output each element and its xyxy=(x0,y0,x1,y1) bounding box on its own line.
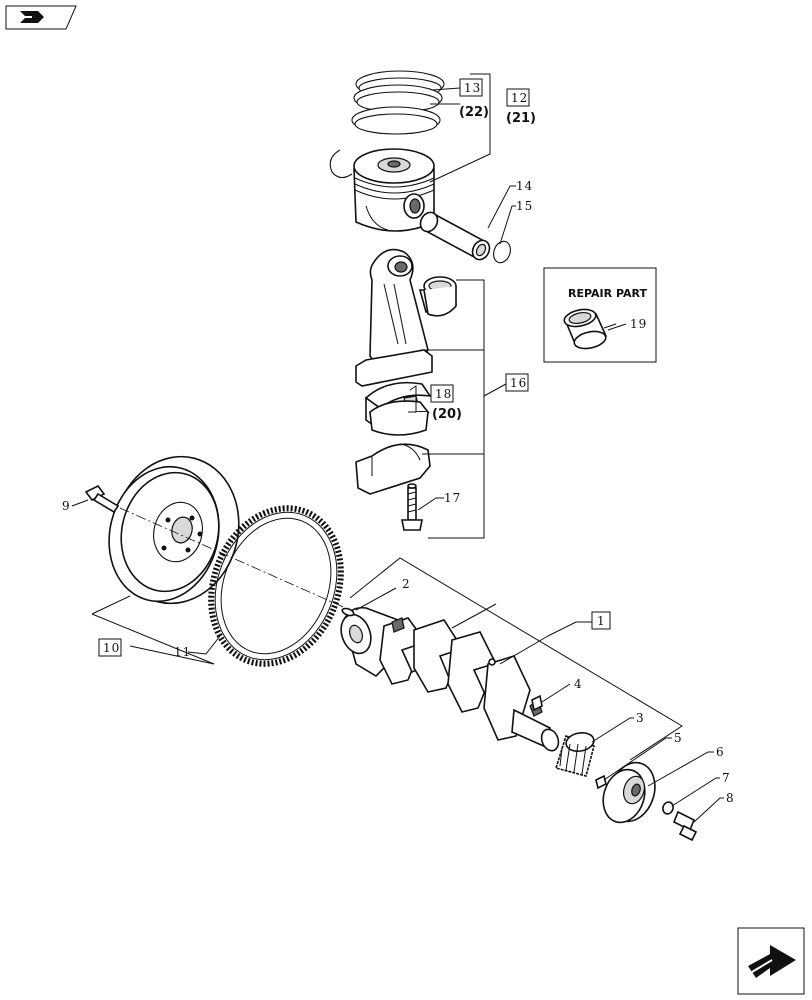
callout-18[interactable]: 18 xyxy=(430,384,454,403)
bearing-shell-lower xyxy=(368,400,430,436)
callout-6[interactable]: 6 xyxy=(716,745,725,759)
svg-text:10: 10 xyxy=(103,641,120,655)
piston-pin xyxy=(419,211,491,261)
callout-16[interactable]: 16 xyxy=(505,373,529,392)
rod-bolt xyxy=(401,483,423,531)
quantity-21: (21) xyxy=(506,111,536,126)
svg-text:(21): (21) xyxy=(506,111,536,126)
crankshaft-pulley xyxy=(602,761,656,824)
repair-bushing xyxy=(563,308,608,350)
callout-12[interactable]: 12 xyxy=(506,88,530,107)
callout-8[interactable]: 8 xyxy=(726,791,735,805)
callout-14[interactable]: 14 xyxy=(516,179,533,193)
ring-gear xyxy=(208,505,344,667)
callout-7[interactable]: 7 xyxy=(722,771,731,785)
washer-7 xyxy=(662,801,674,815)
svg-text:13: 13 xyxy=(464,81,481,95)
svg-text:1: 1 xyxy=(597,614,606,628)
callout-13[interactable]: 13 xyxy=(459,78,483,97)
callout-11[interactable]: 11 xyxy=(174,645,191,659)
connecting-rod-cap xyxy=(355,443,431,495)
callout-5[interactable]: 5 xyxy=(674,731,683,745)
callout-4[interactable]: 4 xyxy=(574,677,583,691)
quantity-20: (20) xyxy=(432,407,462,422)
leader-lines xyxy=(71,73,724,823)
piston xyxy=(353,148,435,232)
repair-part-title: REPAIR PART xyxy=(568,287,647,300)
callout-15[interactable]: 15 xyxy=(516,199,533,213)
piston-rings xyxy=(351,70,445,135)
callout-19[interactable]: 19 xyxy=(630,317,647,331)
callout-9[interactable]: 9 xyxy=(62,499,71,513)
snap-ring-left xyxy=(329,149,353,179)
callout-17[interactable]: 17 xyxy=(444,491,461,505)
plug-1 xyxy=(488,658,496,666)
crankshaft-gear xyxy=(554,732,595,777)
flywheel-bolt xyxy=(84,484,120,514)
callout-2[interactable]: 2 xyxy=(402,577,411,591)
key-4 xyxy=(531,694,543,712)
assembly-centerline xyxy=(119,507,351,611)
svg-text:16: 16 xyxy=(510,376,527,390)
key-5 xyxy=(595,774,607,790)
snap-ring-right xyxy=(493,240,511,264)
dowel-pin-2 xyxy=(341,607,355,617)
pulley-bolt-8 xyxy=(672,810,698,842)
connecting-rod xyxy=(355,248,433,387)
callout-1[interactable]: 1 xyxy=(591,611,611,630)
flywheel xyxy=(108,455,240,605)
small-end-bushing xyxy=(418,276,458,317)
quantity-22: (22) xyxy=(459,105,489,120)
callout-10[interactable]: 10 xyxy=(98,638,122,657)
prev-page-button[interactable] xyxy=(5,5,77,30)
forward-arrow-icon xyxy=(748,945,796,978)
next-page-button[interactable] xyxy=(737,927,805,995)
svg-text:12: 12 xyxy=(511,91,528,105)
back-arrow-icon xyxy=(16,11,44,23)
svg-text:18: 18 xyxy=(435,387,452,401)
repair-part-box: REPAIR PART xyxy=(543,267,657,363)
svg-text:(22): (22) xyxy=(459,105,489,120)
crankshaft xyxy=(340,606,560,752)
svg-text:(20): (20) xyxy=(432,407,462,422)
callout-3[interactable]: 3 xyxy=(636,711,645,725)
